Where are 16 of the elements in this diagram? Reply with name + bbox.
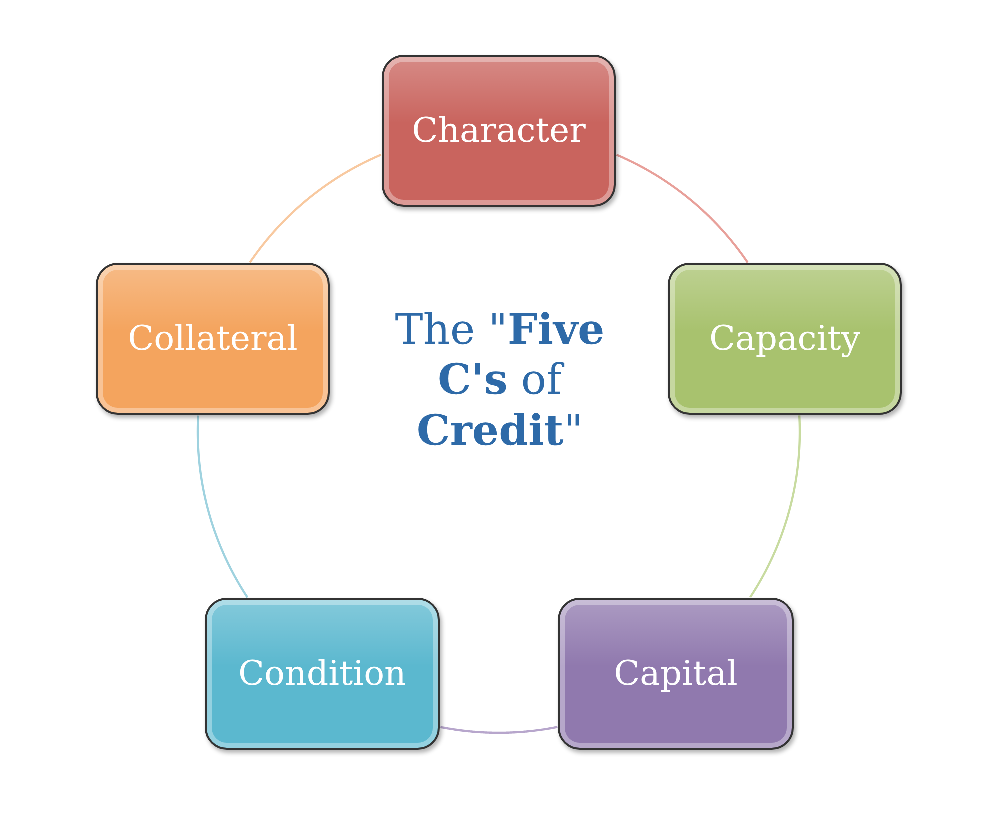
connector-arc	[440, 726, 558, 734]
box-label: Collateral	[128, 319, 298, 359]
box-label: Capacity	[709, 319, 861, 359]
connector-arc	[249, 154, 382, 264]
rounded-box	[558, 598, 794, 750]
connector-arc	[750, 416, 802, 598]
rounded-box	[96, 263, 330, 415]
center-title: The "Five C's of Credit"	[394, 305, 606, 456]
connector-arc	[616, 154, 749, 264]
connector-arc	[196, 416, 249, 598]
box-label: Capital	[614, 654, 738, 694]
rounded-box	[382, 55, 616, 207]
rounded-box	[205, 598, 440, 750]
box-label: Character	[412, 111, 586, 151]
rounded-box	[668, 263, 902, 415]
box-label: Condition	[238, 654, 406, 694]
